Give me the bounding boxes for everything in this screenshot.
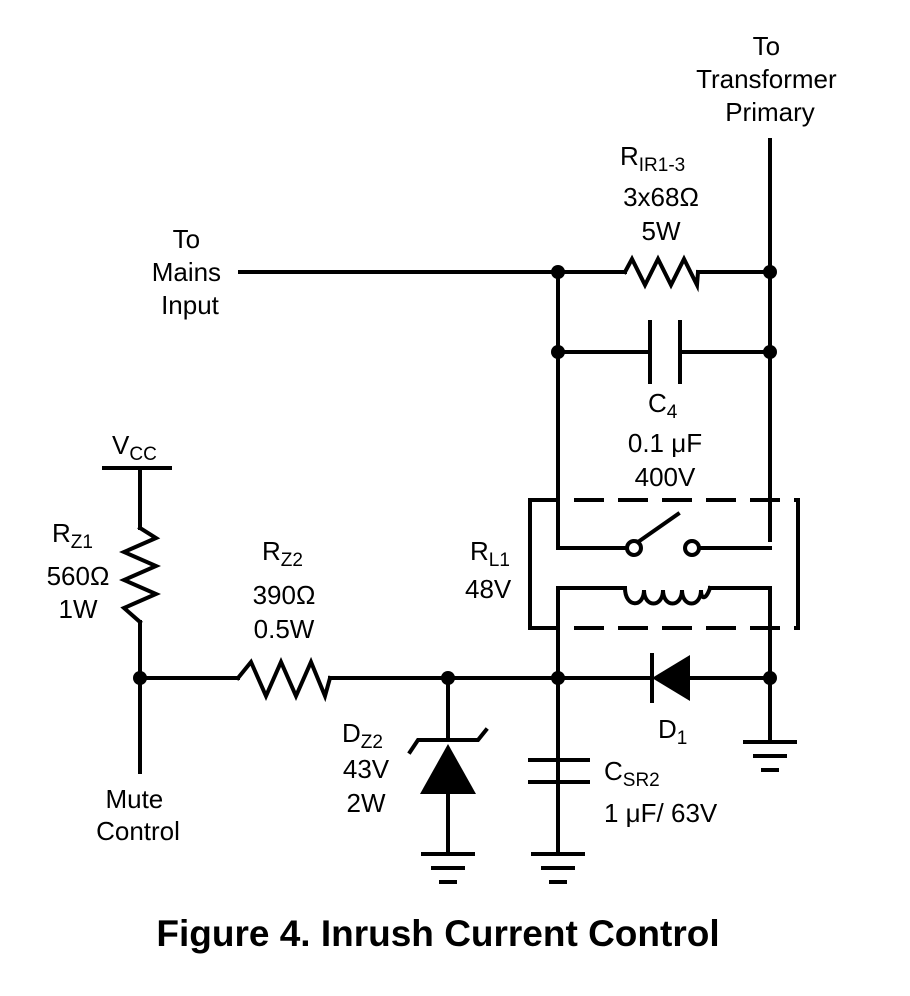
figure-caption: Figure 4. Inrush Current Control: [156, 913, 719, 954]
svg-text:DZ2: DZ2: [342, 718, 383, 753]
svg-text:1W: 1W: [59, 594, 98, 624]
d1-label: D1: [658, 714, 687, 749]
rz1-label: RZ1 560Ω 1W: [47, 518, 110, 624]
svg-text:5W: 5W: [642, 216, 681, 246]
svg-text:C4: C4: [648, 388, 678, 423]
resistor-rz1-symbol: [119, 525, 161, 625]
capacitor-csr2-symbol: [528, 758, 590, 784]
capacitor-c4-symbol: [648, 320, 682, 384]
relay-rl1-symbol: [528, 498, 800, 630]
ground-icon: [421, 852, 475, 884]
csr2-label: CSR2 1 μF/ 63V: [604, 756, 718, 828]
ground-icon: [531, 852, 585, 884]
to-transformer-label: To Transformer Primary: [696, 31, 844, 127]
svg-text:0.5W: 0.5W: [254, 614, 315, 644]
diode-d1-symbol: [650, 653, 690, 703]
rz2-label: RZ2 390Ω 0.5W: [253, 536, 316, 644]
svg-text:CSR2: CSR2: [604, 756, 660, 791]
svg-text:48V: 48V: [465, 574, 512, 604]
rl1-label: RL1 48V: [465, 536, 512, 604]
rir-label: RIR1-3 3x68Ω 5W: [620, 141, 699, 246]
svg-text:400V: 400V: [635, 462, 696, 492]
svg-text:2W: 2W: [347, 788, 386, 818]
svg-text:1 μF/ 63V: 1 μF/ 63V: [604, 798, 718, 828]
to-mains-label: To Mains Input: [152, 224, 229, 320]
svg-text:0.1 μF: 0.1 μF: [628, 428, 702, 458]
svg-text:RIR1-3: RIR1-3: [620, 141, 685, 176]
svg-text:RZ1: RZ1: [52, 518, 93, 553]
ground-icon: [743, 740, 797, 772]
svg-text:RL1: RL1: [470, 536, 510, 571]
svg-text:D1: D1: [658, 714, 687, 749]
c4-label: C4 0.1 μF 400V: [628, 388, 702, 492]
svg-text:3x68Ω: 3x68Ω: [623, 182, 699, 212]
wires: [138, 138, 772, 854]
resistor-rir-symbol: [622, 254, 701, 293]
svg-text:RZ2: RZ2: [262, 536, 303, 571]
svg-text:390Ω: 390Ω: [253, 580, 316, 610]
junction-dots: [133, 265, 777, 685]
svg-text:560Ω: 560Ω: [47, 561, 110, 591]
dz2-label: DZ2 43V 2W: [342, 718, 390, 818]
zener-dz2-symbol: [407, 727, 489, 794]
svg-text:43V: 43V: [343, 754, 390, 784]
mute-control-label: Mute Control: [96, 784, 180, 846]
vcc-label: VCC: [112, 430, 157, 465]
svg-text:VCC: VCC: [112, 430, 157, 465]
resistor-rz2-symbol: [235, 656, 333, 703]
